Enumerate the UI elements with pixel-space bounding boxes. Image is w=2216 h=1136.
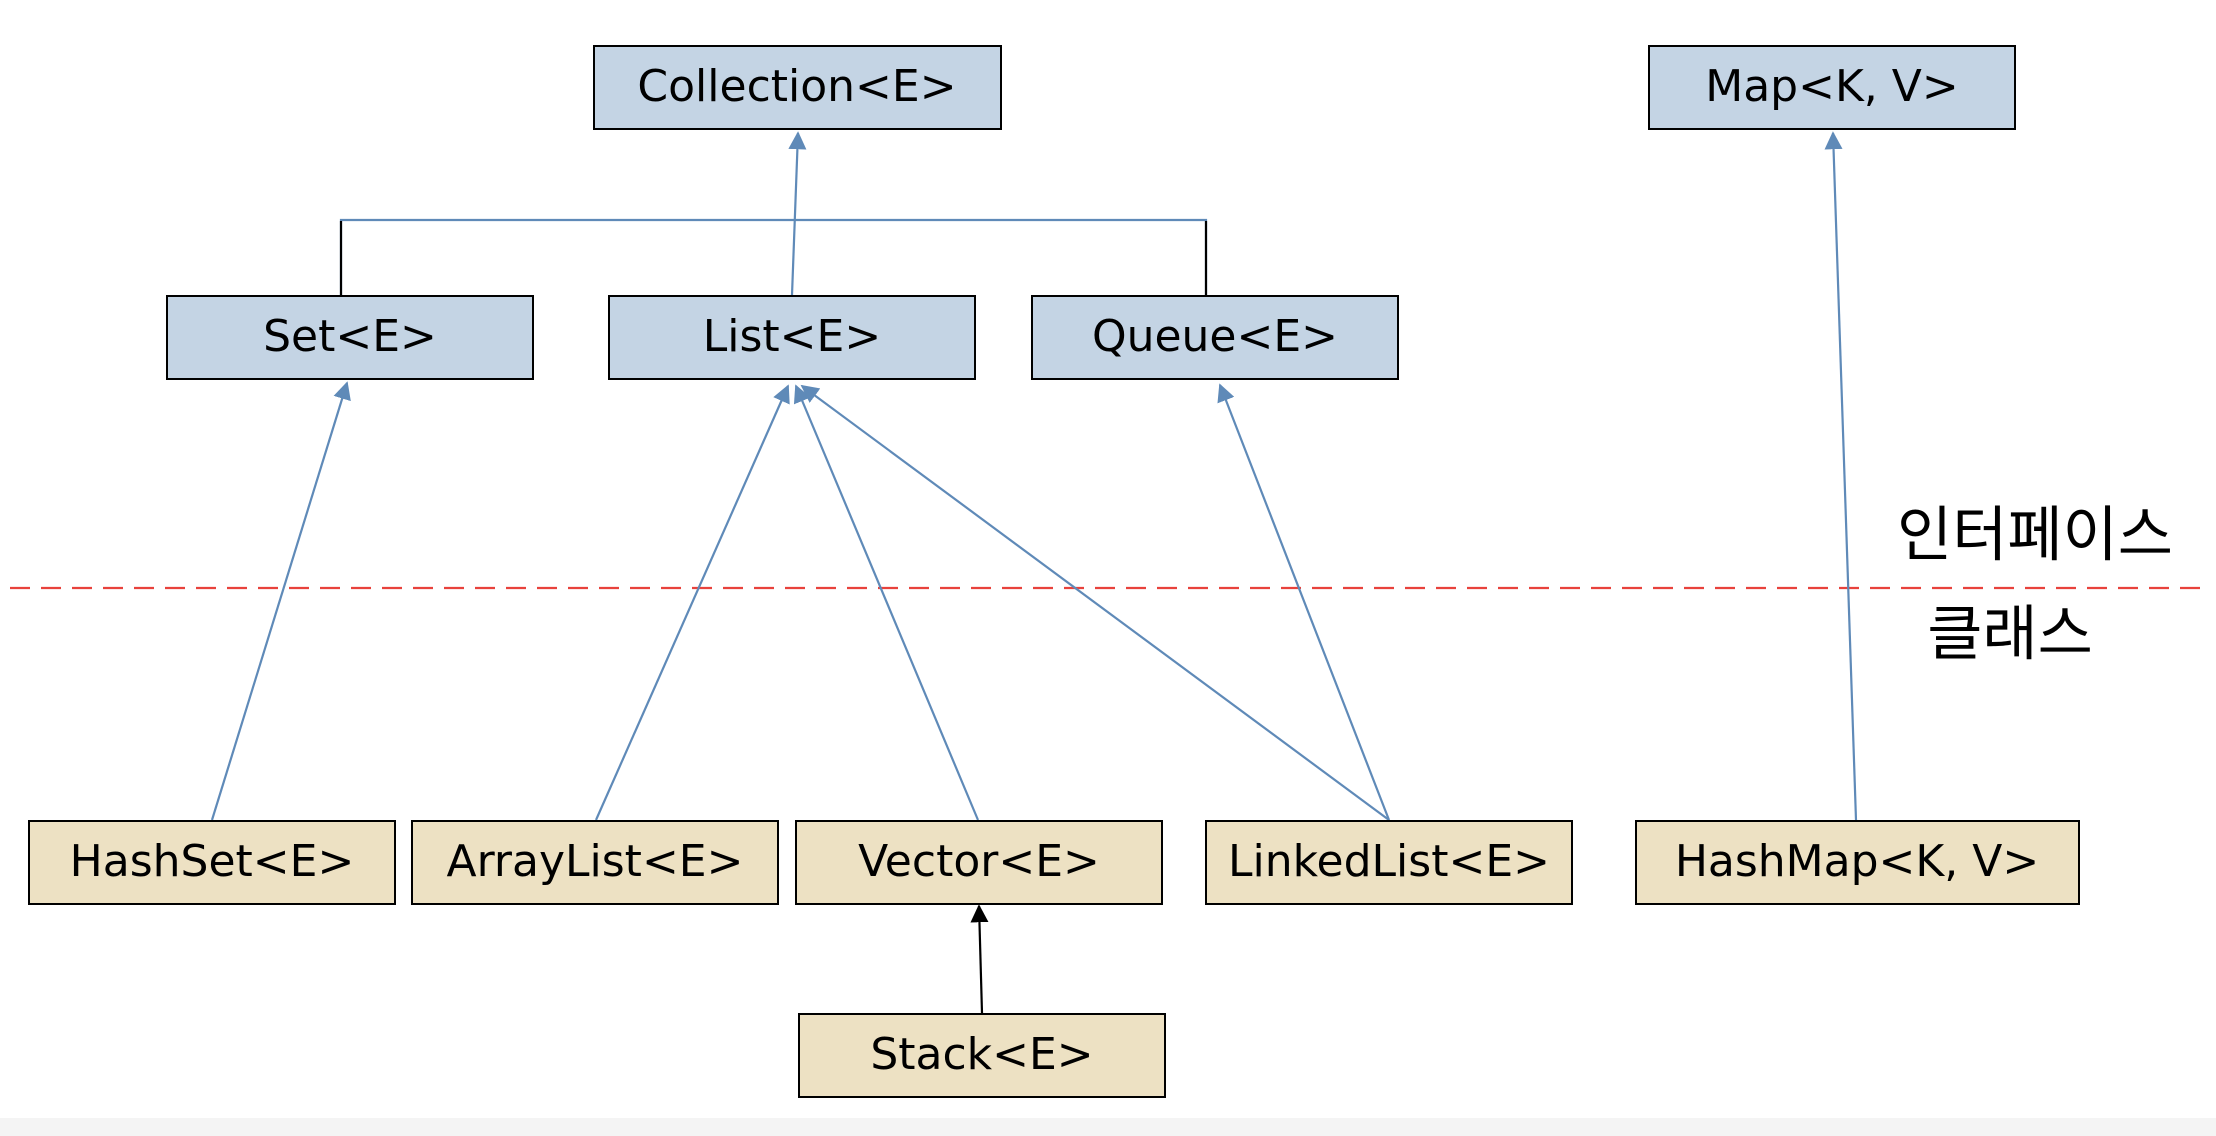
- bottom-strip: [0, 1118, 2216, 1136]
- node-arraylist-label: ArrayList<E>: [447, 836, 744, 887]
- node-list: List<E>: [608, 295, 976, 380]
- edge-list-to-collection: [788, 131, 807, 296]
- edge-set-to-collection-branch: [339, 218, 1208, 297]
- node-collection: Collection<E>: [593, 45, 1002, 130]
- edge-arraylist-to-list: [594, 384, 790, 821]
- node-linkedlist-label: LinkedList<E>: [1228, 836, 1550, 887]
- node-list-label: List<E>: [703, 311, 881, 362]
- node-linkedlist: LinkedList<E>: [1205, 820, 1573, 905]
- interface-nodes: Collection<E> Map<K, V> Set<E> List<E> Q…: [166, 45, 2016, 380]
- node-hashmap: HashMap<K, V>: [1635, 820, 2080, 905]
- edge-linkedlist-to-queue: [1217, 383, 1391, 821]
- edge-hashmap-to-map: [1824, 131, 1858, 821]
- node-map-label: Map<K, V>: [1705, 61, 1959, 112]
- interface-layer-label: 인터페이스: [1897, 501, 2173, 571]
- edge-stack-to-vector: [970, 904, 989, 1014]
- node-arraylist: ArrayList<E>: [411, 820, 779, 905]
- node-queue: Queue<E>: [1031, 295, 1399, 380]
- node-hashmap-label: HashMap<K, V>: [1675, 836, 2039, 887]
- edges: [210, 131, 1858, 1014]
- class-nodes: HashSet<E> ArrayList<E> Vector<E> Linked…: [28, 820, 2080, 1098]
- node-queue-label: Queue<E>: [1092, 311, 1338, 362]
- node-hashset: HashSet<E>: [28, 820, 396, 905]
- node-set-label: Set<E>: [263, 311, 437, 362]
- node-stack-label: Stack<E>: [870, 1029, 1093, 1080]
- edge-hashset-to-set: [210, 381, 351, 821]
- node-set: Set<E>: [166, 295, 534, 380]
- node-collection-label: Collection<E>: [637, 61, 956, 112]
- class-layer-label: 클래스: [1927, 600, 2093, 670]
- edge-vector-to-list: [793, 384, 980, 821]
- edge-linkedlist-to-list: [800, 384, 1390, 821]
- node-vector-label: Vector<E>: [858, 836, 1100, 887]
- node-vector: Vector<E>: [795, 820, 1163, 905]
- node-hashset-label: HashSet<E>: [70, 836, 355, 887]
- node-stack: Stack<E>: [798, 1013, 1166, 1098]
- node-map: Map<K, V>: [1648, 45, 2016, 130]
